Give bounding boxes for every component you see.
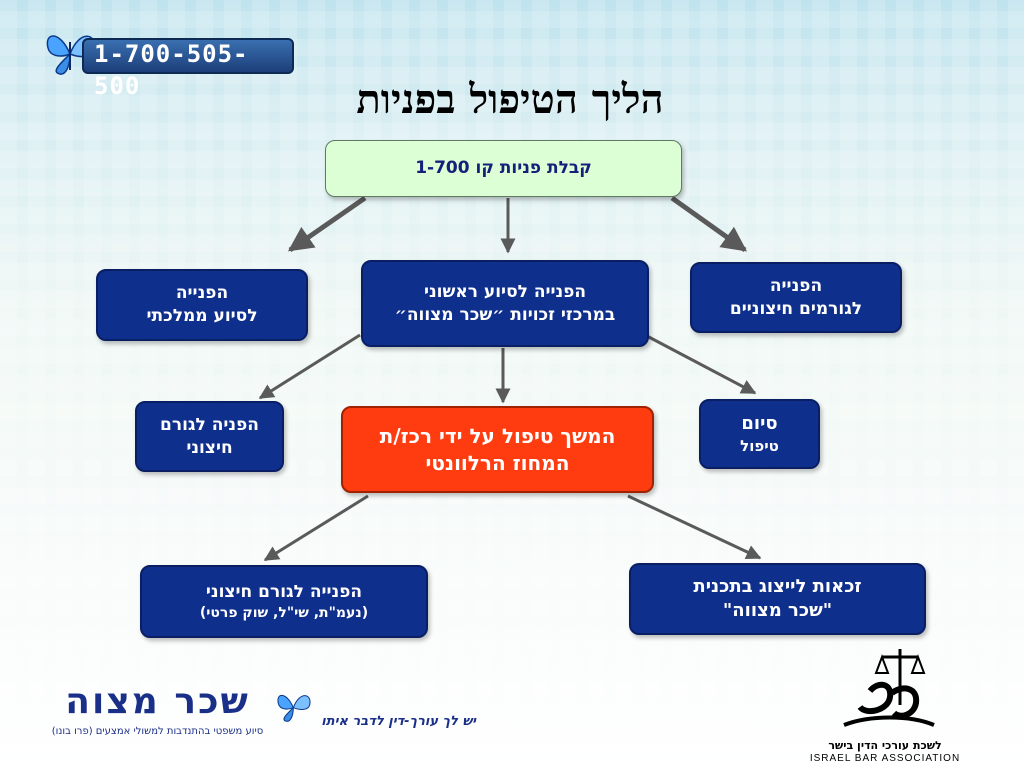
node-external-factor-line1: הפניה לגורם [160, 414, 259, 435]
node-intake: קבלת פניות קו 1-700 [325, 140, 682, 197]
phone-number: 1-700-505-500 [94, 40, 249, 100]
node-initial-aid-line1: הפנייה לסיוע ראשוני [423, 281, 587, 302]
node-continue-handling-line1: המשך טיפול על ידי רכז/ת [379, 423, 616, 448]
phone-badge: 1-700-505-500 [42, 30, 294, 100]
iba-hebrew-name: לשכת עורכי הדין בישר [828, 739, 942, 752]
sachar-mitzva-logo-subtitle: סיוע משפטי בהתנדבות למשולי אמצעים (פרו ב… [51, 726, 264, 737]
node-external-bottom-line1: הפנייה לגורם חיצוני [205, 581, 363, 602]
node-initial-aid: הפנייה לסיוע ראשוני במרכזי זכויות ״שכר מ… [361, 260, 649, 347]
node-eligibility: זכאות לייצוג בתכנית "שכר מצווה" [629, 563, 926, 635]
arrow-initial-to-extfactor [258, 333, 361, 400]
butterfly-small-icon [277, 694, 311, 722]
node-government-aid-line1: הפנייה [175, 283, 229, 304]
node-continue-handling: המשך טיפול על ידי רכז/ת המחוז הרלוונטי [341, 406, 654, 493]
sachar-mitzva-logo-text: שכר מצוה [65, 681, 250, 722]
node-end-handling-line1: סיום [741, 412, 778, 434]
node-end-handling: סיום טיפול [699, 399, 820, 469]
node-external-bodies-line1: הפנייה [769, 275, 823, 296]
node-end-handling-line2: טיפול [740, 437, 779, 456]
sachar-mitzva-logo: שכר מצוה סיוע משפטי בהתנדבות למשולי אמצע… [50, 680, 265, 742]
node-government-aid: הפנייה לסיוע ממלכתי [96, 269, 308, 341]
node-eligibility-line1: זכאות לייצוג בתכנית [693, 575, 862, 597]
node-initial-aid-line2: במרכזי זכויות ״שכר מצווה״ [394, 304, 616, 325]
node-external-factor-line2: חיצוני [186, 437, 233, 458]
node-external-factor: הפניה לגורם חיצוני [135, 401, 284, 472]
iba-english-name: ISRAEL BAR ASSOCIATION [809, 753, 961, 764]
node-continue-handling-line2: המחוז הרלוונטי [425, 450, 570, 475]
node-government-aid-line2: לסיוע ממלכתי [146, 306, 258, 326]
arrow-continue-to-extbottom [263, 494, 369, 562]
page-title: הליך הטיפול בפניות [356, 76, 664, 123]
arrow-initial-to-end [644, 333, 757, 395]
phone-pill [82, 38, 294, 74]
arrow-intake-to-external [670, 195, 748, 253]
node-intake-label: קבלת פניות קו 1-700 [415, 158, 592, 179]
slogan-text: יש לך עורך-דין לדבר איתו [321, 714, 476, 729]
arrow-continue-to-eligibility [627, 494, 762, 560]
arrow-intake-to-gov [287, 195, 367, 253]
node-external-bottom-line2: (נעמ"ת, שי"ל, שוק פרטי) [199, 604, 369, 621]
node-external-bodies-line2: לגורמים חיצוניים [729, 298, 863, 319]
scales-of-justice-icon [843, 649, 935, 727]
node-eligibility-line2: "שכר מצווה" [722, 600, 833, 621]
node-external-bottom: הפנייה לגורם חיצוני (נעמ"ת, שי"ל, שוק פר… [140, 565, 428, 638]
node-external-bodies: הפנייה לגורמים חיצוניים [690, 262, 902, 333]
israel-bar-association-logo: לשכת עורכי הדין בישר ISRAEL BAR ASSOCIAT… [805, 645, 965, 764]
